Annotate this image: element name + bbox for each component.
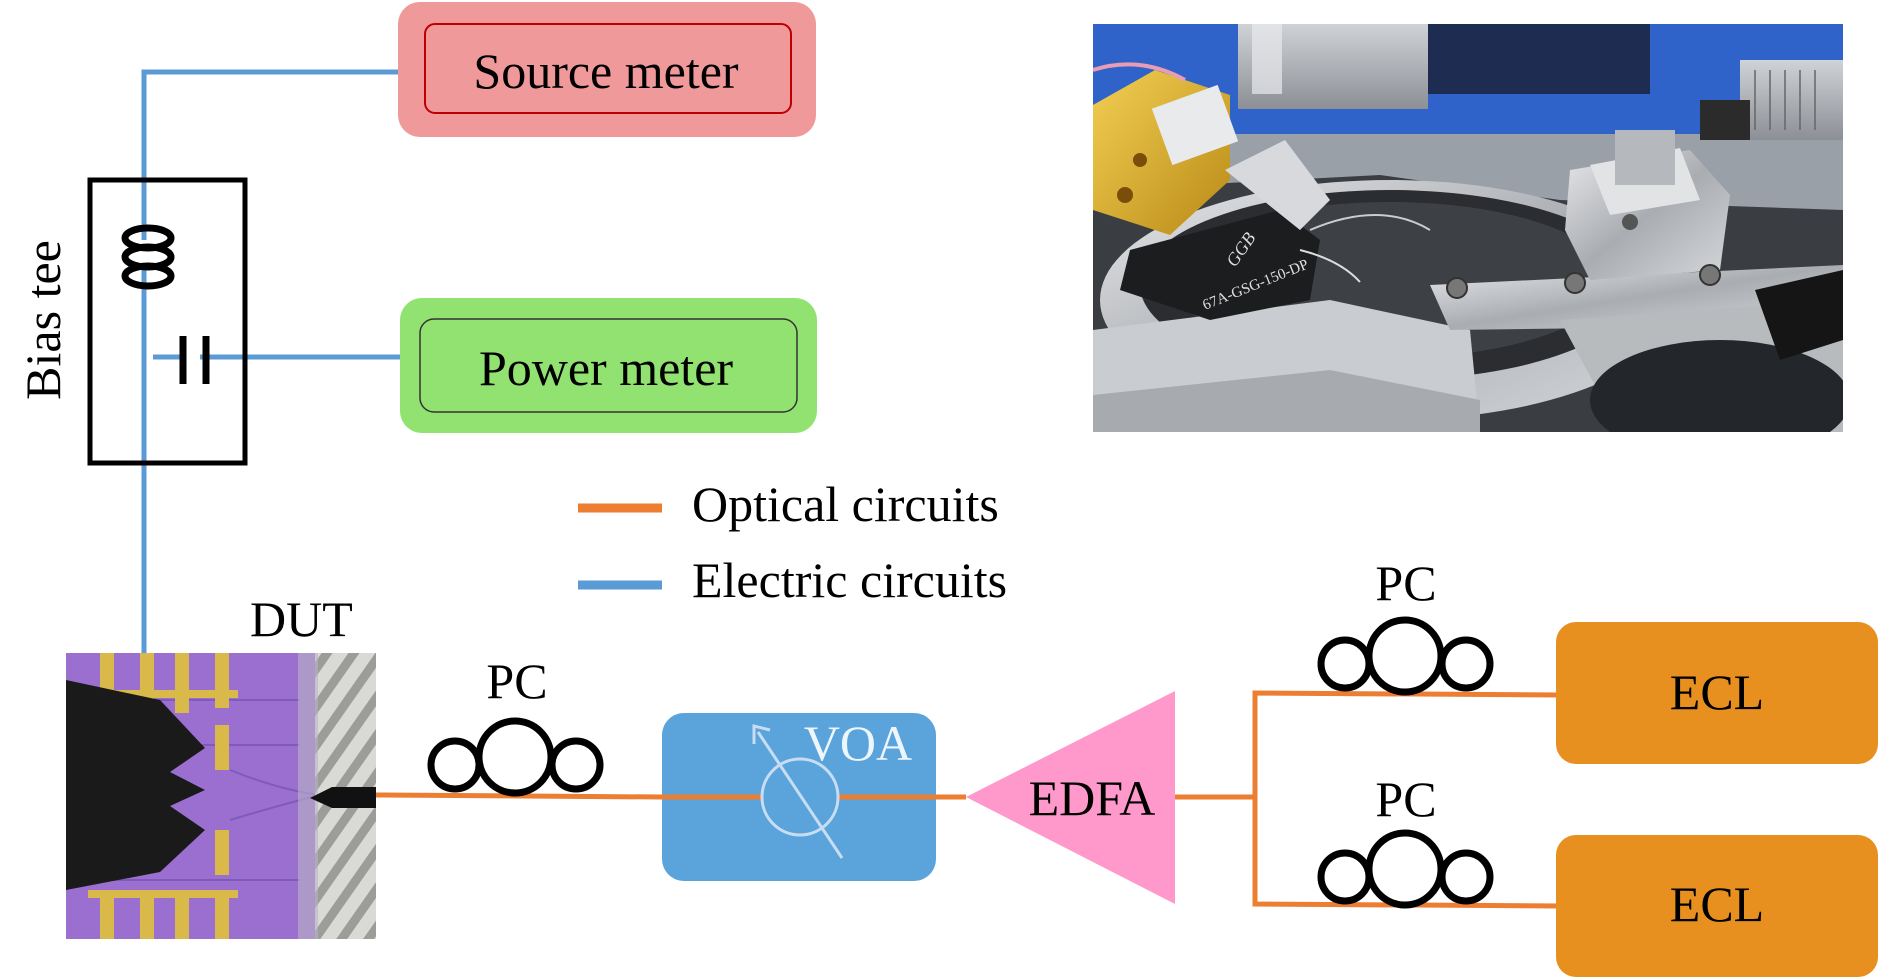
edfa: EDFA — [966, 691, 1175, 904]
bias-tee-label: Bias tee — [15, 240, 71, 400]
pc-ecl-bottom-label: PC — [1375, 771, 1436, 827]
power-meter-label: Power meter — [479, 340, 733, 396]
wire-source-to-bias-tee — [141, 69, 398, 240]
inductor-icon — [121, 224, 175, 290]
source-meter: Source meter — [398, 2, 816, 137]
ecl-bottom-label: ECL — [1670, 876, 1764, 932]
ecl-top: ECL — [1556, 622, 1878, 764]
pc-ecl-bottom: PC — [1317, 771, 1494, 909]
source-meter-label: Source meter — [473, 43, 739, 99]
legend: Optical circuits Electric circuits — [578, 476, 1007, 608]
polarization-controller-icon — [1317, 616, 1494, 696]
power-meter: Power meter — [400, 298, 817, 433]
ecl-bottom: ECL — [1556, 835, 1878, 977]
bias-tee: Bias tee — [15, 177, 248, 466]
rf-probe-tip — [66, 680, 205, 890]
pc-dut: PC — [427, 653, 604, 797]
polarization-controller-icon — [1317, 829, 1494, 909]
attenuator-icon — [752, 724, 844, 859]
fiber-to-ecl-top — [1252, 690, 1561, 797]
polarization-controller-icon — [427, 717, 604, 797]
voa: VOA — [662, 713, 936, 881]
lensed-fiber-tip — [310, 787, 376, 808]
legend-optical-label: Optical circuits — [692, 476, 999, 532]
probe-station-photo: GGB 67A-GSG-150-DP — [1093, 24, 1843, 432]
edfa-label: EDFA — [1029, 770, 1156, 826]
dut-microscope-image — [66, 653, 376, 939]
pc-ecl-top: PC — [1317, 555, 1494, 696]
voa-label: VOA — [804, 715, 912, 771]
legend-electric-label: Electric circuits — [692, 552, 1007, 608]
pc-dut-label: PC — [486, 653, 547, 709]
fiber-to-ecl-bottom — [1252, 797, 1561, 909]
capacitor-icon — [179, 336, 210, 384]
dut-label: DUT — [250, 591, 353, 647]
dut: DUT — [66, 591, 376, 939]
pc-ecl-top-label: PC — [1375, 555, 1436, 611]
ecl-top-label: ECL — [1670, 664, 1764, 720]
